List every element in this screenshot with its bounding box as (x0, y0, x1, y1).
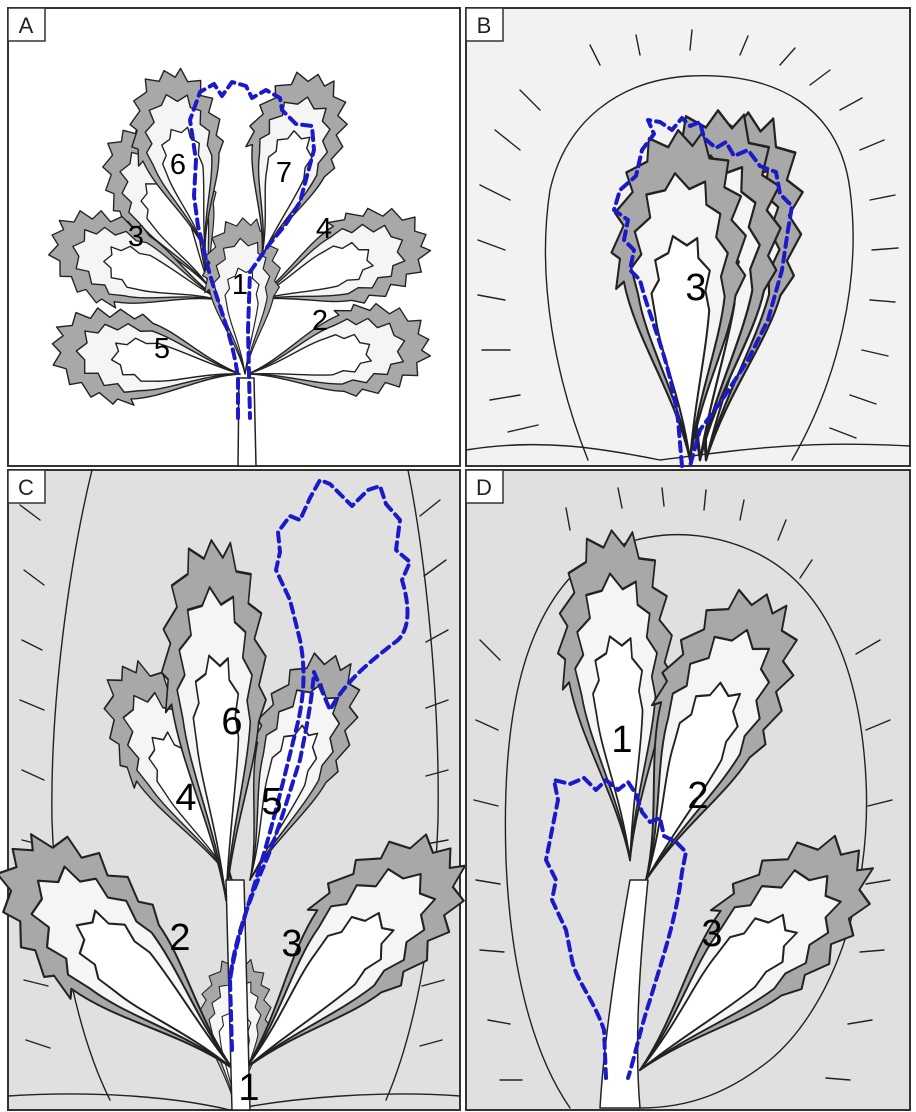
panel-c-label-3: 3 (281, 923, 302, 965)
panel-a: A 1 2 3 4 5 6 7 (8, 8, 460, 466)
panel-c-label-6: 6 (221, 701, 242, 743)
panel-c-label-5: 5 (261, 781, 282, 823)
panel-c-label-4: 4 (175, 777, 196, 819)
panel-d: D 1 2 3 (466, 470, 910, 1112)
panel-a-letter: A (19, 13, 34, 38)
panel-d-label-3: 3 (701, 913, 722, 955)
panel-a-label-2: 2 (312, 305, 328, 337)
panel-c-label-2: 2 (169, 917, 190, 959)
panel-b-letter: B (477, 13, 492, 38)
panel-d-label-2: 2 (687, 775, 708, 817)
panel-a-label-1: 1 (232, 269, 248, 301)
panel-c-label-1: 1 (238, 1067, 259, 1109)
panel-a-label-7: 7 (276, 157, 292, 189)
panel-c: C 1 2 3 4 5 6 (0, 470, 493, 1112)
panel-c-letter: C (18, 475, 34, 500)
panel-d-label-1: 1 (611, 719, 632, 761)
panel-b-label-3: 3 (685, 267, 706, 309)
panel-d-letter: D (476, 475, 492, 500)
panel-a-label-3: 3 (128, 221, 144, 253)
panel-b: B 3 (466, 8, 910, 467)
panel-a-label-4: 4 (316, 213, 332, 245)
panel-a-stem (238, 378, 256, 466)
panel-a-label-6: 6 (170, 149, 186, 181)
panel-a-label-5: 5 (154, 333, 170, 365)
